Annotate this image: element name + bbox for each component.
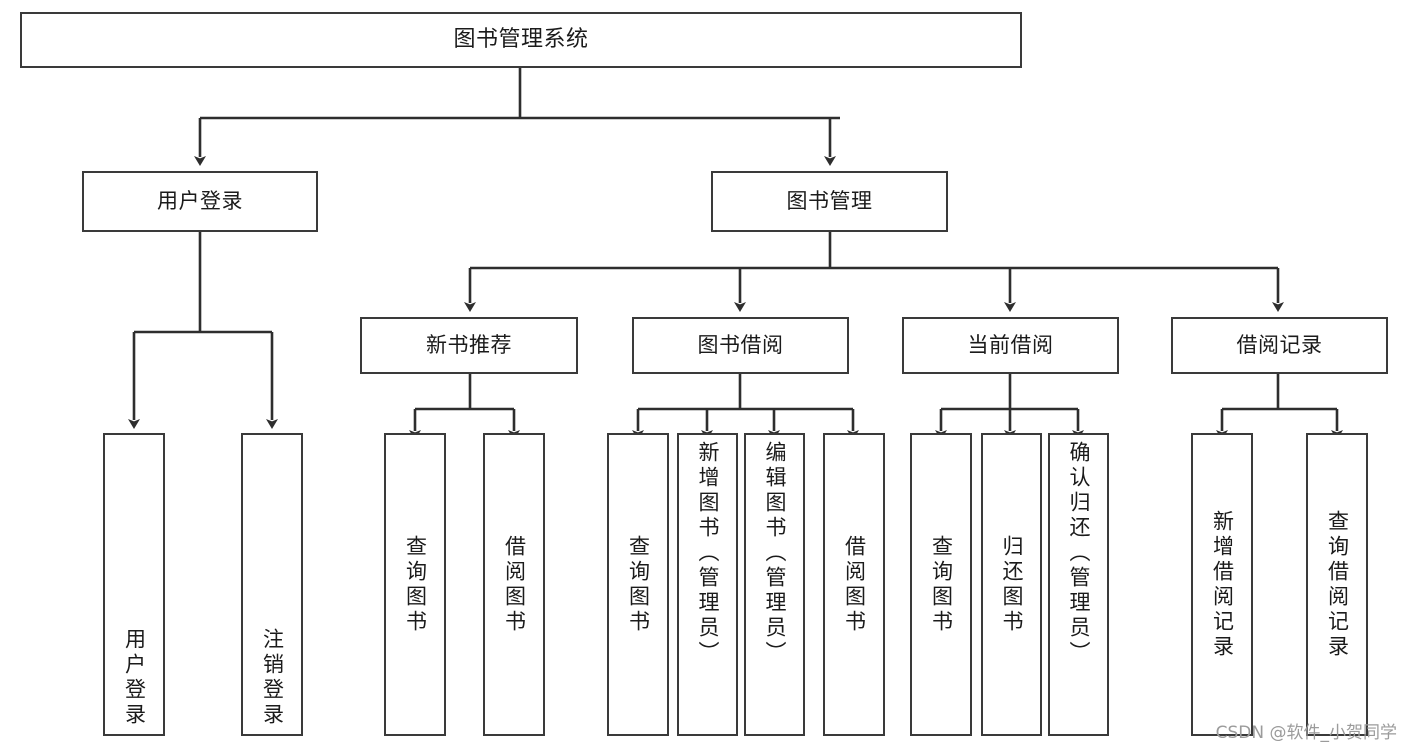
leaf-current-borrow-confirm-admin[interactable]: 确认归还（管理员） [1048,433,1109,736]
node-current-borrow[interactable]: 当前借阅 [902,317,1119,374]
node-label: 借阅图书 [842,534,867,635]
node-label: 归还图书 [1000,534,1024,635]
leaf-current-borrow-query[interactable]: 查询图书 [910,433,972,736]
leaf-book-borrow-query[interactable]: 查询图书 [607,433,669,736]
node-user-login[interactable]: 用户登录 [82,171,318,232]
node-borrow-record[interactable]: 借阅记录 [1171,317,1388,374]
leaf-user-login-logout[interactable]: 注销登录 [241,433,303,736]
leaf-borrow-record-query[interactable]: 查询借阅记录 [1306,433,1368,736]
leaf-borrow-record-add[interactable]: 新增借阅记录 [1191,433,1253,736]
node-label: 图书管理 [786,189,873,214]
node-label: 当前借阅 [967,333,1054,358]
node-label: 查询借阅记录 [1325,509,1350,660]
node-label: 用户登录 [157,189,243,214]
node-label: 新书推荐 [426,333,512,358]
leaf-new-book-borrow[interactable]: 借阅图书 [483,433,545,736]
leaf-book-borrow-edit-admin[interactable]: 编辑图书（管理员） [744,433,805,736]
node-label: 图书借阅 [697,333,784,358]
node-root-system[interactable]: 图书管理系统 [20,12,1022,68]
node-label: 新增借阅记录 [1210,509,1235,660]
node-label: 注销登录 [260,628,285,728]
leaf-book-borrow-add-admin[interactable]: 新增图书（管理员） [677,433,738,736]
node-label: 查询图书 [626,534,651,635]
node-label: 新增图书（管理员） [696,441,720,666]
node-label: 确认归还（管理员） [1067,441,1091,666]
node-label: 借阅记录 [1236,333,1323,358]
leaf-new-book-query[interactable]: 查询图书 [384,433,446,736]
node-label: 查询图书 [929,534,954,635]
csdn-watermark: CSDN @软件_小贺同学 [1215,723,1397,743]
node-book-manage[interactable]: 图书管理 [711,171,948,232]
leaf-book-borrow-borrow[interactable]: 借阅图书 [823,433,885,736]
node-label: 用户登录 [122,628,147,728]
node-label: 借阅图书 [502,534,527,635]
leaf-current-borrow-return[interactable]: 归还图书 [981,433,1042,736]
leaf-user-login-login[interactable]: 用户登录 [103,433,165,736]
node-label: 编辑图书（管理员） [763,441,787,666]
node-label: 图书管理系统 [453,27,589,53]
node-book-borrow[interactable]: 图书借阅 [632,317,849,374]
node-label: 查询图书 [403,534,428,635]
node-new-book-recommend[interactable]: 新书推荐 [360,317,578,374]
